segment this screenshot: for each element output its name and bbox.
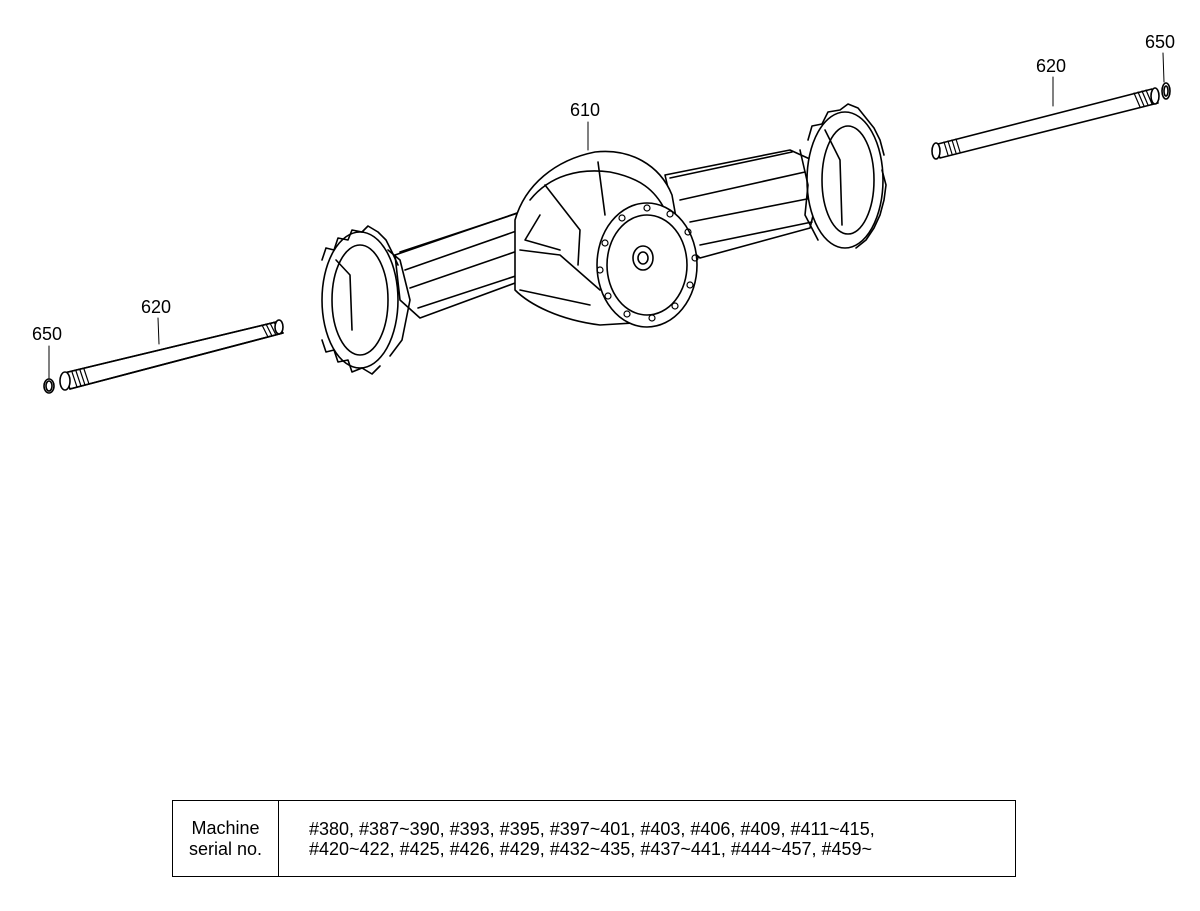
leader-lines <box>48 52 1165 379</box>
axle-shaft-right <box>931 87 1160 160</box>
label-650-right: 650 <box>1145 32 1176 52</box>
retaining-ring-left <box>43 378 55 394</box>
serial-values-line1: #380, #387~390, #393, #395, #397~401, #4… <box>309 818 875 839</box>
label-620-right: 620 <box>1036 56 1067 76</box>
axle-housing <box>321 103 887 375</box>
serial-header-line1: Machine <box>191 817 260 838</box>
serial-values-line2: #420~422, #425, #426, #429, #432~435, #4… <box>309 838 873 859</box>
label-610: 610 <box>570 100 601 120</box>
label-650-left: 650 <box>32 324 63 344</box>
retaining-ring-right <box>1161 82 1171 100</box>
label-620-left: 620 <box>141 297 172 317</box>
serial-number-table: Machine serial no. #380, #387~390, #393,… <box>172 800 1016 877</box>
serial-table-header: Machine serial no. <box>173 801 279 876</box>
axle-shaft-left <box>59 319 284 391</box>
serial-header-line2: serial no. <box>188 838 263 859</box>
serial-table-values: #380, #387~390, #393, #395, #397~401, #4… <box>279 801 1015 876</box>
